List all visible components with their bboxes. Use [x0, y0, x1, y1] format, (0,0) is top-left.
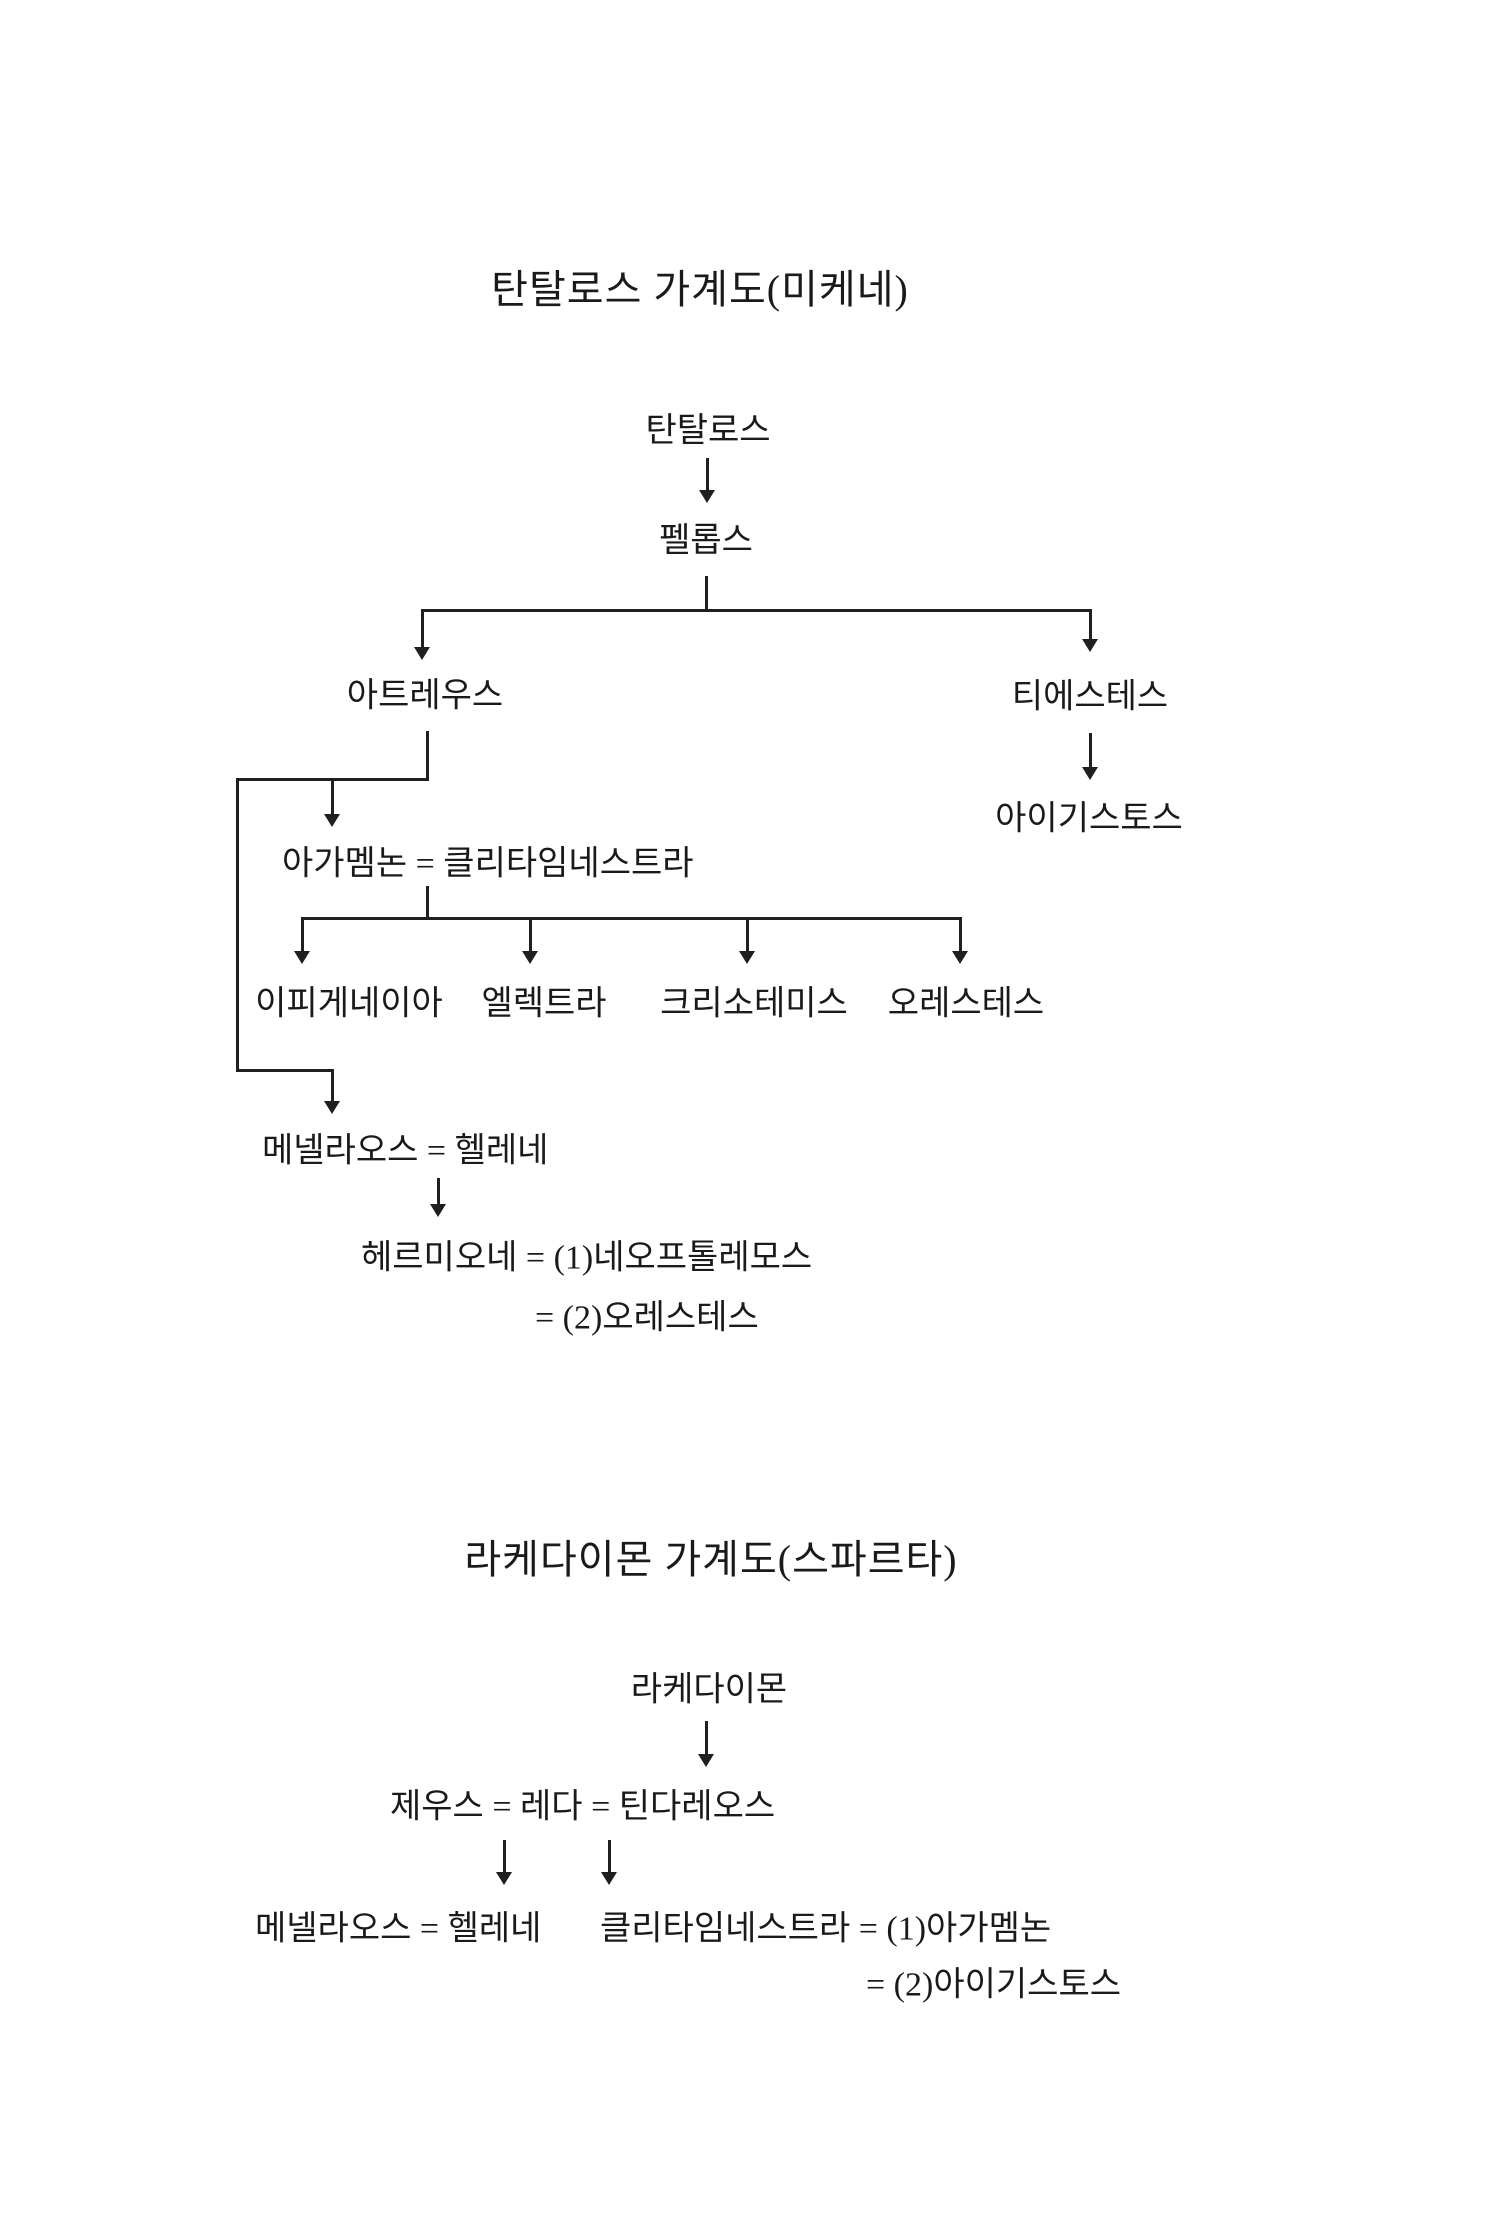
arrow-down-icon — [414, 647, 430, 660]
connector-line — [959, 917, 962, 951]
node-clytemnestra-line1: 클리타임네스트라 = (1)아가멤논 — [600, 1910, 1052, 1948]
connector-line — [331, 778, 334, 814]
node-menelaos-helene-sparta: 메넬라오스 = 헬레네 — [255, 1910, 542, 1948]
node-hermione-line1: 헤르미오네 = (1)네오프톨레모스 — [361, 1239, 813, 1277]
connector-line — [706, 458, 709, 490]
connector-line — [1089, 609, 1092, 639]
arrow-down-icon — [739, 951, 755, 964]
connector-line — [422, 609, 1091, 612]
arrow-down-icon — [698, 1754, 714, 1767]
connector-line — [529, 917, 532, 951]
node-menelaos-helene: 메넬라오스 = 헬레네 — [262, 1132, 549, 1170]
node-pelops: 펠롭스 — [659, 522, 753, 560]
sparta-diagram-title: 라케다이몬 가계도(스파르타) — [464, 1537, 958, 1582]
connector-line — [426, 731, 429, 778]
connector-line — [301, 917, 304, 951]
arrow-down-icon — [324, 1101, 340, 1114]
node-hermione-line2: = (2)오레스테스 — [535, 1299, 759, 1337]
node-clytemnestra-line2: = (2)아이기스토스 — [866, 1966, 1121, 2004]
node-zeus-leda-tyndareos: 제우스 = 레다 = 틴다레오스 — [390, 1788, 776, 1826]
connector-line — [705, 576, 708, 609]
connector-line — [331, 1069, 334, 1101]
connector-line — [746, 917, 749, 951]
connector-line — [503, 1840, 506, 1872]
connector-line — [236, 778, 239, 1072]
connector-line — [705, 1721, 708, 1754]
arrow-down-icon — [324, 814, 340, 827]
arrow-down-icon — [294, 951, 310, 964]
connector-line — [437, 1178, 440, 1204]
connector-line — [1089, 733, 1092, 767]
arrow-down-icon — [1082, 639, 1098, 652]
node-aigisthos: 아이기스토스 — [995, 800, 1183, 838]
node-elektra: 엘렉트라 — [481, 985, 607, 1023]
mycenae-diagram-title: 탄탈로스 가계도(미케네) — [491, 267, 909, 312]
connector-line — [421, 609, 424, 647]
node-chrysothemis: 크리소테미스 — [660, 985, 848, 1023]
arrow-down-icon — [522, 951, 538, 964]
connector-line — [608, 1840, 611, 1872]
node-iphigeneia: 이피게네이아 — [255, 985, 443, 1023]
node-lakedaimon: 라케다이몬 — [630, 1671, 788, 1709]
arrow-down-icon — [952, 951, 968, 964]
node-agamemnon-clytemnestra: 아가멤논 = 클리타임네스트라 — [282, 845, 694, 883]
arrow-down-icon — [496, 1872, 512, 1885]
connector-line — [302, 917, 962, 920]
node-atreus: 아트레우스 — [346, 677, 504, 715]
connector-line — [426, 886, 429, 917]
arrow-down-icon — [1082, 767, 1098, 780]
node-orestes: 오레스테스 — [887, 985, 1045, 1023]
node-thyestes: 티에스테스 — [1011, 678, 1169, 716]
node-tantalos: 탄탈로스 — [645, 412, 771, 450]
arrow-down-icon — [699, 490, 715, 503]
arrow-down-icon — [430, 1204, 446, 1217]
arrow-down-icon — [601, 1872, 617, 1885]
connector-line — [236, 1069, 334, 1072]
